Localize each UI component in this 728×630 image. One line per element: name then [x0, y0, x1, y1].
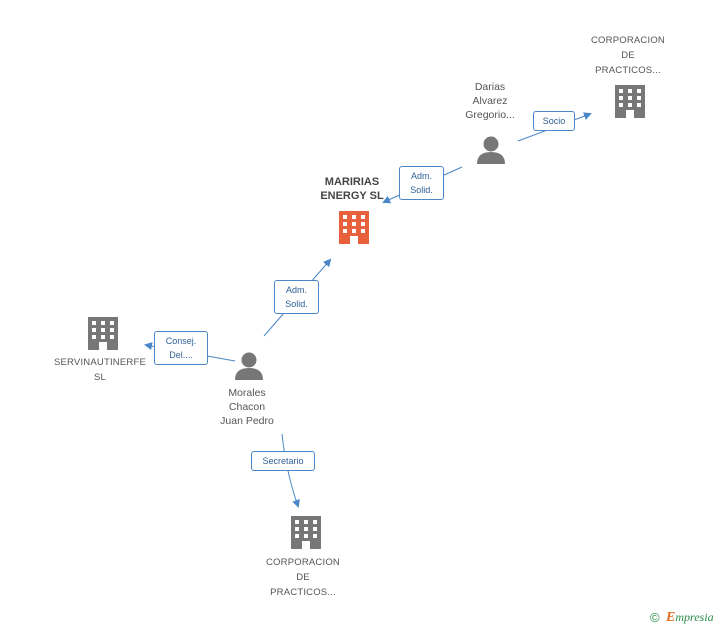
- person-icon-darias[interactable]: [477, 136, 505, 165]
- edge-label-consej[interactable]: Consej. Del....: [154, 331, 208, 365]
- node-label-line: Darias: [474, 81, 506, 93]
- brand-initial: E: [666, 610, 676, 625]
- node-label-line: DE: [296, 572, 310, 583]
- brand-logo[interactable]: Empresia: [666, 610, 714, 626]
- node-label-line: SERVINAUTINERFE: [53, 357, 147, 368]
- node-label-line: CORPORACION: [591, 35, 665, 46]
- building-icon-corp-top[interactable]: [615, 85, 645, 118]
- edge-label-line: Adm.: [410, 171, 432, 181]
- node-label-line: Gregorio...: [465, 109, 515, 121]
- person-icon-morales[interactable]: [235, 352, 263, 381]
- building-icon-maririas[interactable]: [339, 211, 369, 244]
- edge-label-line: Solid.: [285, 299, 308, 309]
- node-label-line: Juan Pedro: [220, 415, 274, 427]
- node-label-line: PRACTICOS...: [595, 65, 661, 76]
- node-label-line: MARIRIAS: [324, 176, 380, 188]
- edge-label-line: Adm.: [285, 285, 307, 295]
- node-label-line: Morales: [228, 387, 266, 399]
- node-label-line: DE: [621, 50, 635, 61]
- node-label-line: CORPORACION: [266, 557, 340, 568]
- node-label-line: ENERGY SL: [320, 190, 384, 202]
- edge-label-adm-top[interactable]: Adm. Solid.: [399, 166, 444, 200]
- brand-rest: mpresia: [675, 610, 714, 624]
- node-label-line: Chacon: [228, 401, 266, 413]
- edge-label-line: Del....: [169, 350, 193, 360]
- node-label-morales[interactable]: Morales Chacon Juan Pedro: [207, 386, 287, 428]
- node-label-corp-top[interactable]: CORPORACION DE PRACTICOS...: [580, 33, 676, 78]
- node-label-darias[interactable]: Darias Alvarez Gregorio...: [450, 80, 530, 122]
- edge-label-adm-mid[interactable]: Adm. Solid.: [274, 280, 319, 314]
- node-label-maririas[interactable]: MARIRIAS ENERGY SL: [312, 175, 392, 203]
- edge-label-secretario[interactable]: Secretario: [251, 451, 315, 471]
- node-label-servinautinerfe[interactable]: SERVINAUTINERFE SL: [44, 355, 156, 385]
- edge-label-line: Solid.: [410, 185, 433, 195]
- building-icon-servinautinerfe[interactable]: [88, 317, 118, 350]
- copyright-icon: ©: [650, 610, 660, 625]
- edge-label-socio[interactable]: Socio: [533, 111, 575, 131]
- edge-label-line: Socio: [542, 116, 566, 126]
- edge-label-line: Consej.: [165, 336, 197, 346]
- node-label-line: Alvarez: [472, 95, 508, 107]
- node-label-line: SL: [93, 372, 107, 383]
- edge-label-line: Secretario: [262, 456, 304, 466]
- node-label-corp-bottom[interactable]: CORPORACION DE PRACTICOS...: [255, 555, 351, 600]
- node-label-line: PRACTICOS...: [270, 587, 336, 598]
- building-icon-corp-bottom[interactable]: [291, 516, 321, 549]
